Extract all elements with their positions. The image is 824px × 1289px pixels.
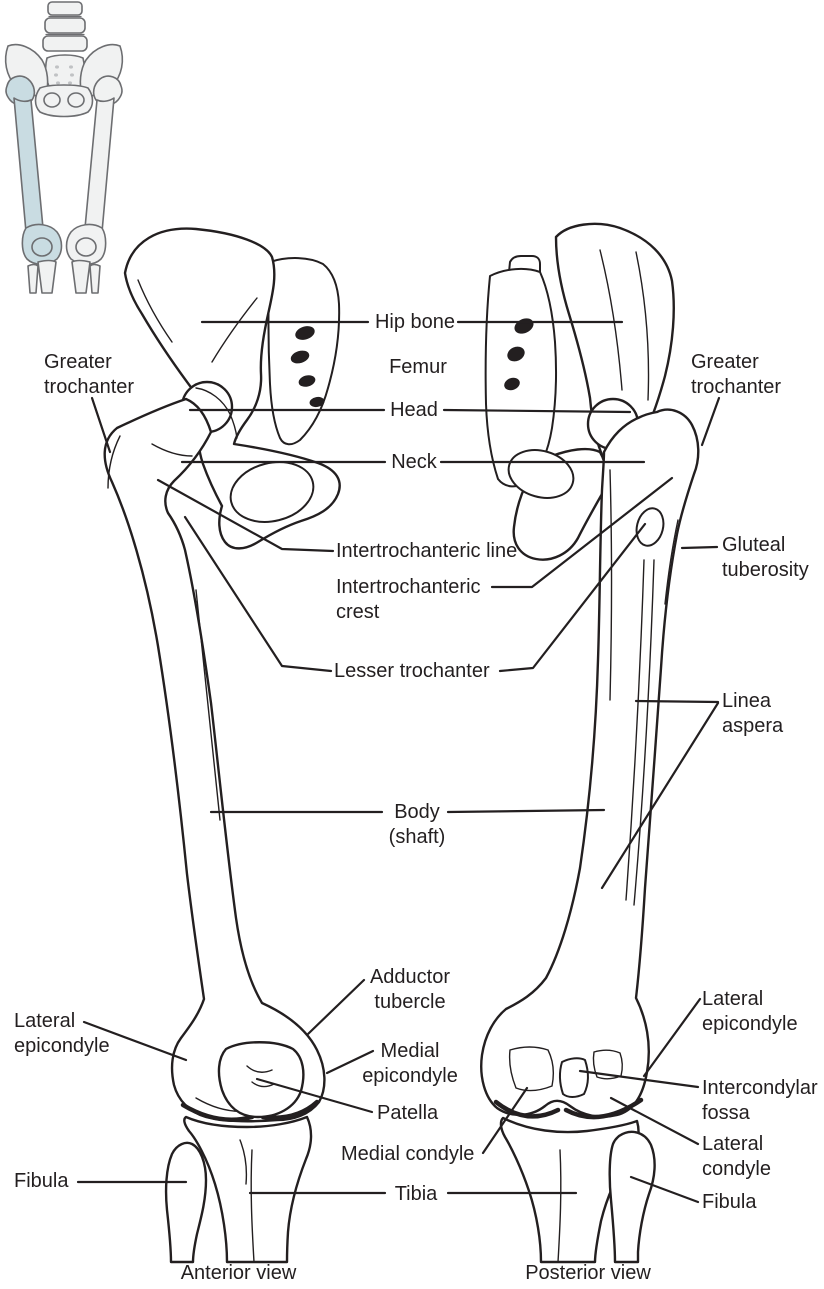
- label-greater-trochanter-right: Greater trochanter: [691, 351, 782, 398]
- inset-skeleton-illustration: [4, 1, 124, 294]
- label-patella: Patella: [377, 1102, 439, 1124]
- label-fibula-right: Fibula: [702, 1191, 757, 1213]
- label-tibia: Tibia: [394, 1183, 438, 1205]
- label-greater-trochanter-left: Greater trochanter: [44, 351, 135, 398]
- caption-anterior-view: Anterior view: [180, 1262, 297, 1284]
- label-fibula-left: Fibula: [14, 1170, 69, 1192]
- label-lateral-epicondyle-right: Lateral epicondyle: [702, 988, 798, 1035]
- label-lateral-epicondyle-left: Lateral epicondyle: [14, 1010, 110, 1057]
- label-intertrochanteric-crest: Intertrochanteric crest: [336, 576, 481, 623]
- label-linea-aspera: Linea aspera: [722, 690, 784, 737]
- label-head: Head: [390, 399, 438, 421]
- label-body-shaft-line2: (shaft): [388, 826, 446, 848]
- label-medial-epicondyle: Medial epicondyle: [362, 1040, 458, 1087]
- label-gluteal-tuberosity: Gluteal tuberosity: [722, 534, 809, 581]
- label-body-shaft: Body (shaft): [383, 800, 451, 850]
- label-medial-condyle: Medial condyle: [341, 1143, 475, 1165]
- label-adductor-tubercle: Adductor tubercle: [369, 966, 451, 1013]
- label-intercondylar-fossa: Intercondylar fossa: [702, 1077, 818, 1124]
- label-lesser-trochanter: Lesser trochanter: [334, 660, 490, 682]
- leader-lines: [76, 320, 721, 1204]
- label-hip-bone: Hip bone: [374, 311, 456, 333]
- anterior-view-illustration: [103, 227, 341, 1264]
- posterior-view-illustration: [480, 222, 700, 1264]
- label-body-shaft-line1: Body: [394, 801, 440, 823]
- label-femur: Femur: [389, 356, 447, 378]
- label-lateral-condyle: Lateral condyle: [702, 1133, 771, 1180]
- label-neck: Neck: [391, 451, 437, 473]
- caption-posterior-view: Posterior view: [525, 1262, 651, 1284]
- label-intertrochanteric-line: Intertrochanteric line: [336, 540, 518, 562]
